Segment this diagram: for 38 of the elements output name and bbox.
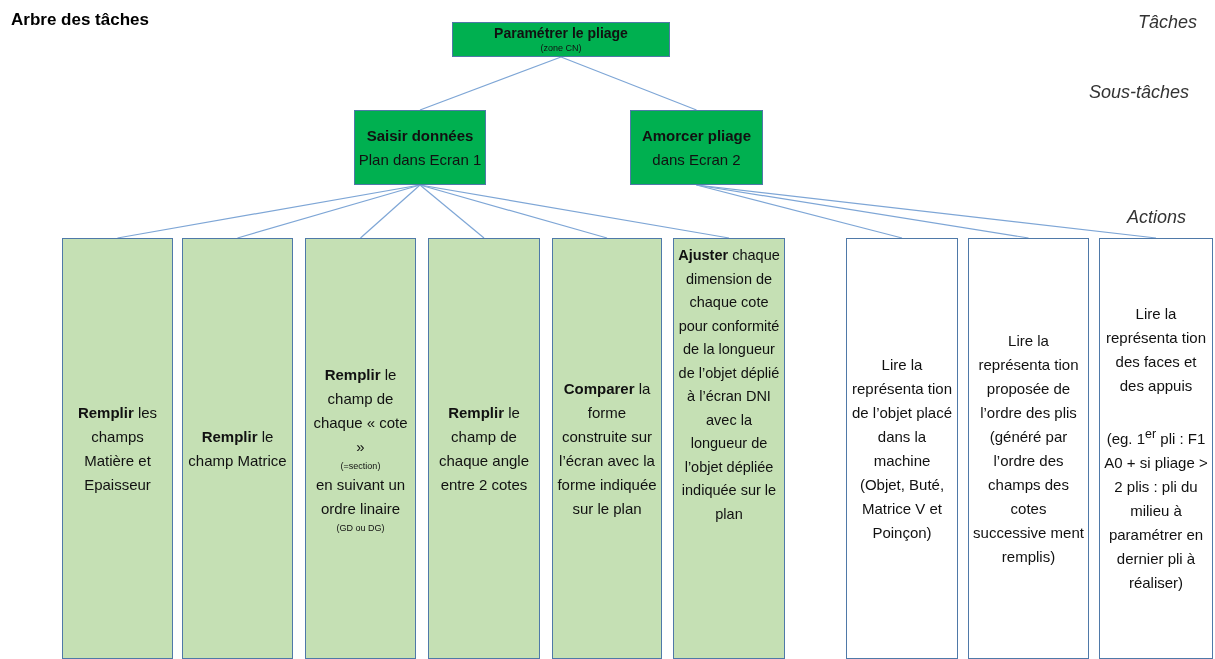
box-text: Amorcer pliage dans Ecran 2 <box>640 125 753 170</box>
box-text: Lire la représenta tion proposée de l’ordre des plis (généré par l’ordre des champs des cotes successive ment remplis) <box>972 330 1085 567</box>
box-text: Remplir le champ de chaque « cote » <box>312 364 409 457</box>
connector-line <box>560 56 698 111</box>
box-text: Remplir le champ de chaque angle entre 2 cotes <box>437 402 531 495</box>
box-text: en suivant un ordre linaire <box>314 474 407 519</box>
action-box <box>182 238 293 659</box>
box-text: (=section) <box>340 459 381 473</box>
action-box <box>552 238 662 659</box>
task-box <box>354 110 486 185</box>
connector-line <box>236 184 421 239</box>
action-box <box>305 238 416 659</box>
task-box <box>452 22 670 57</box>
box-text: Remplir les champs Matière et Epaisseur <box>76 402 159 495</box>
box-text: Paramétrer le pliage <box>494 24 628 41</box>
action-box <box>846 238 958 659</box>
diagram-title: Arbre des tâches <box>11 10 149 30</box>
box-text: (GD ou DG) <box>336 521 385 535</box>
action-box <box>62 238 173 659</box>
level-label: Actions <box>1127 207 1187 228</box>
box-text: (zone CN) <box>540 41 582 55</box>
connector-line <box>359 184 421 239</box>
level-label: Sous-tâches <box>1089 82 1190 103</box>
connector-line <box>419 56 562 111</box>
action-box <box>968 238 1089 659</box>
action-box <box>428 238 540 659</box>
level-label: Tâches <box>1138 12 1198 33</box>
action-box <box>1099 238 1213 659</box>
box-text: Comparer la forme construite sur l’écran avec la forme indiquée sur le plan <box>556 378 658 519</box>
box-text: (eg. 1$^{er}$ pli : F1 A0 + si pliage > 2 plis : pli du milieu à paramétrer en dernier pli à réaliser) <box>1103 426 1209 593</box>
box-text: Lire la représenta tion de l’objet placé dans la machine (Objet, Buté, Matrice V et Poinçon) <box>850 354 954 543</box>
box-text: Lire la représenta tion des faces et des appuis <box>1104 304 1208 396</box>
box-text: Saisir données Plan dans Ecran 1 <box>358 125 482 170</box>
connector-line <box>419 184 485 239</box>
box-text: Remplir le champ Matrice <box>187 426 288 471</box>
action-box <box>673 238 785 659</box>
box-text: Ajuster chaque dimension de chaque cote pour conformité de la longueur de l’objet déplié à l’écran DNI avec la longueur de l’objet dépliée indiquée sur le plan <box>677 246 781 524</box>
task-box <box>630 110 763 185</box>
